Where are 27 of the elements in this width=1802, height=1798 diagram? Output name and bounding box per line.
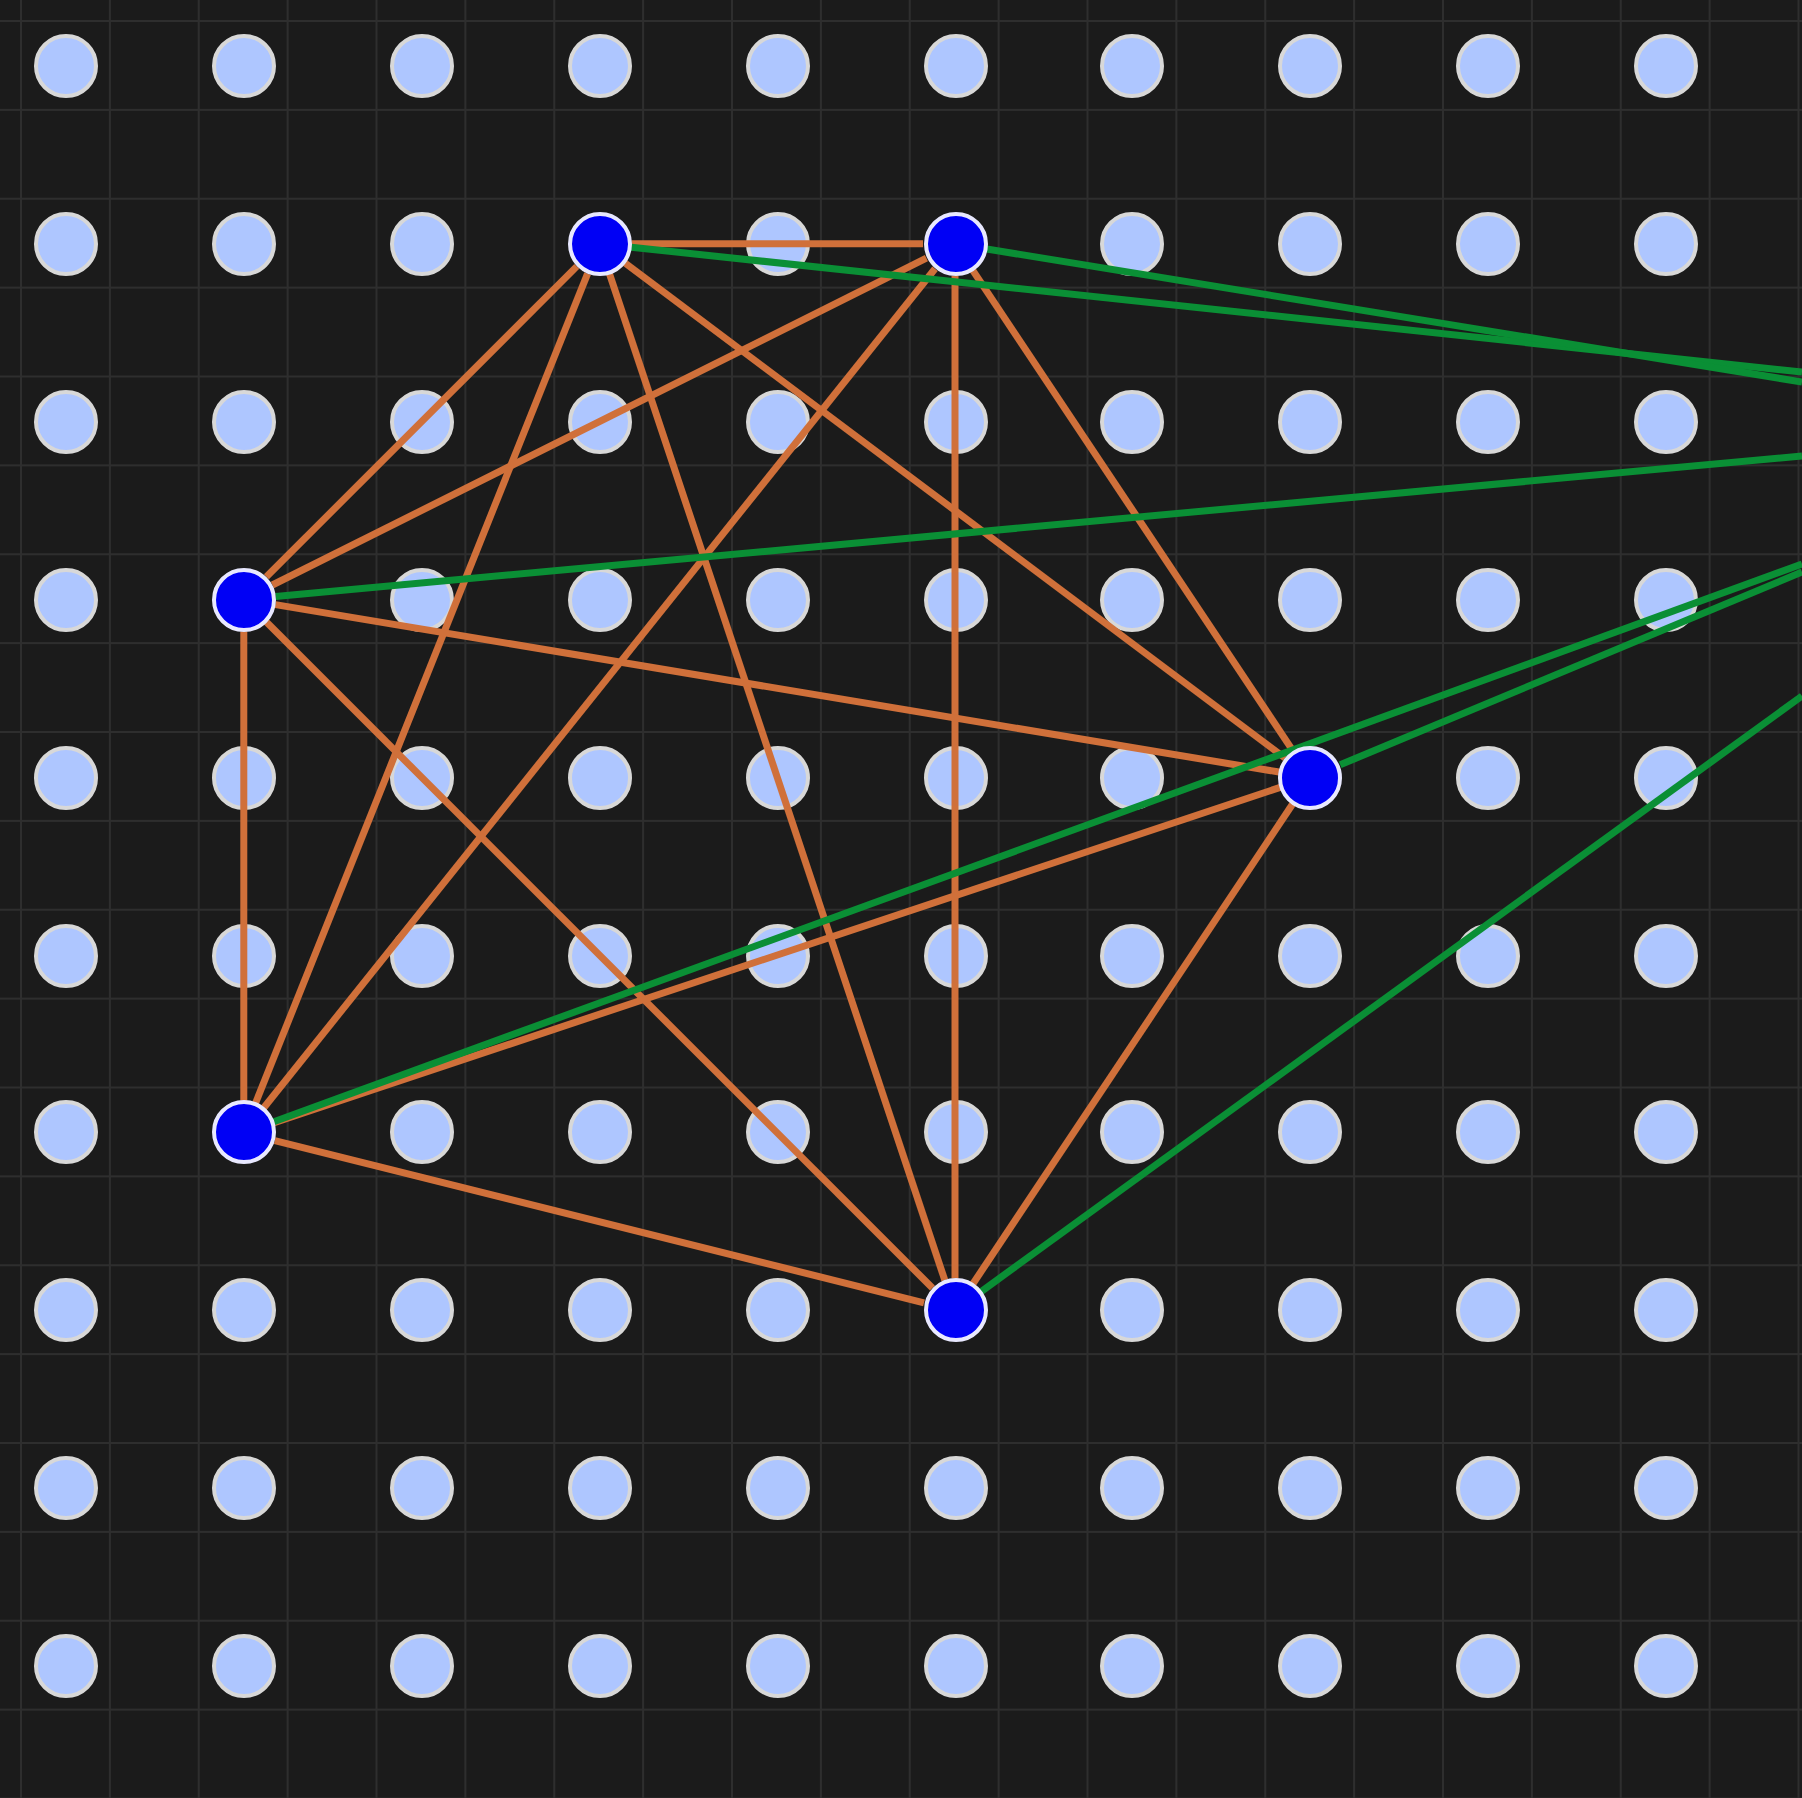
graph-vertex — [1278, 745, 1343, 810]
connector-line — [272, 560, 1802, 1126]
connector-line — [273, 784, 1282, 1126]
graph-vertex — [567, 211, 632, 276]
connector-line — [274, 601, 1280, 776]
connector-line — [978, 693, 1802, 1295]
connector-line — [630, 243, 1802, 376]
connector-line — [951, 275, 959, 1279]
connector-line — [606, 273, 949, 1282]
connector-line — [631, 240, 923, 248]
connector-line — [969, 801, 1296, 1286]
connector-line — [263, 619, 935, 1291]
connector-line — [275, 452, 1802, 600]
connector-line — [273, 1137, 925, 1307]
connector-line — [986, 245, 1802, 386]
graph-vertex — [211, 1100, 276, 1165]
graph-vertex — [923, 211, 987, 276]
connector-line — [969, 268, 1296, 753]
connector-line — [622, 260, 1288, 761]
connector-line — [263, 263, 580, 580]
connector-line — [252, 272, 591, 1105]
connector-line — [261, 266, 938, 1110]
connector-line — [1338, 568, 1802, 769]
graph-vertex — [211, 567, 276, 632]
graph-vertex — [923, 1278, 987, 1343]
connector-line — [240, 631, 248, 1101]
connector-line — [270, 255, 928, 589]
